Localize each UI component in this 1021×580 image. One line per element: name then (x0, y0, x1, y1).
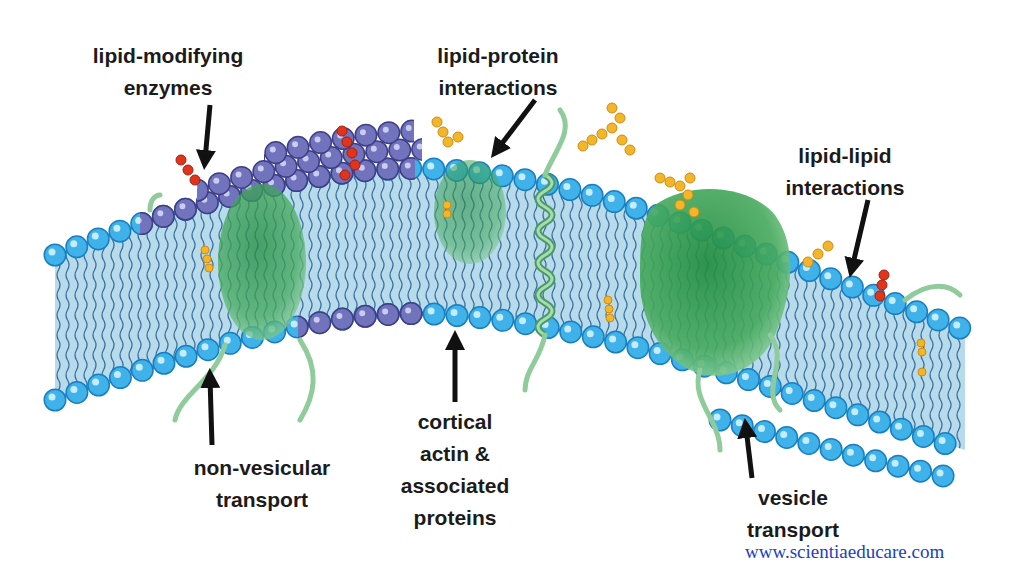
watermark: www.scientiaeducare.com (745, 541, 944, 563)
callout-label: lipid-modifying enzymes (73, 40, 263, 104)
callout-label: lipid-protein interactions (408, 40, 588, 104)
callout-label: non-vesicular transport (182, 452, 342, 516)
callout-label: vesicle transport (733, 482, 853, 546)
callout-label: cortical actin & associated proteins (392, 406, 518, 534)
callout-label: lipid-lipid interactions (765, 140, 925, 204)
